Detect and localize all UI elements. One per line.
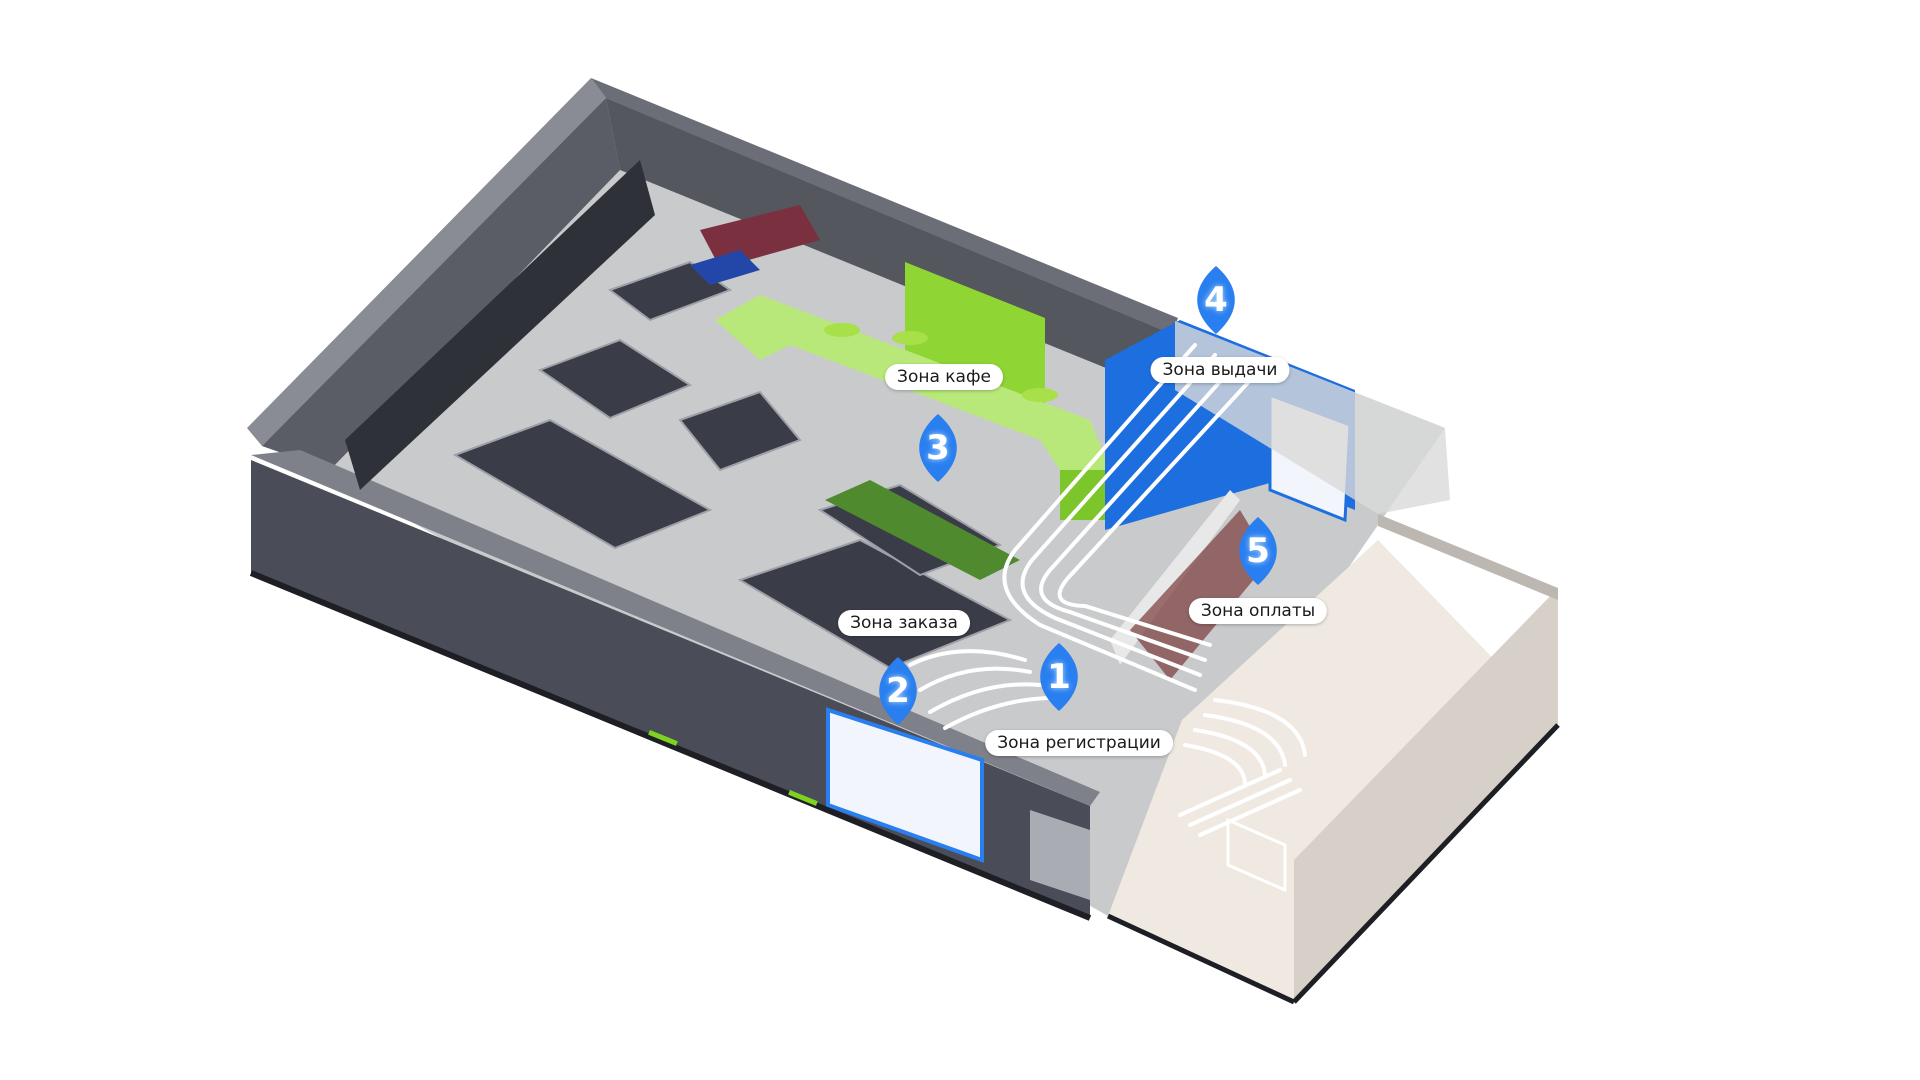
zone-marker-1: 1 (1032, 641, 1086, 713)
zone-marker-5: 5 (1231, 515, 1285, 587)
blue-crates (690, 250, 760, 285)
zone-label-pickup: Зона выдачи (1150, 357, 1290, 383)
checkout-shelves (1130, 510, 1270, 680)
fridge-row (345, 160, 655, 490)
entrance-room-back-wall (1378, 514, 1558, 600)
snack-shelf (700, 205, 820, 268)
zone-label-registration: Зона регистрации (985, 730, 1173, 756)
zone-marker-3: 3 (911, 412, 965, 484)
zone-label-order: Зона заказа (838, 610, 970, 636)
marker-5-icon (1239, 517, 1277, 585)
entrance-room-right-wall (1294, 588, 1558, 1002)
zone-marker-2: 2 (871, 655, 925, 727)
entrance-room-floor (1108, 540, 1558, 1002)
back-left-wall-inner (262, 98, 620, 470)
zone-label-payment: Зона оплаты (1188, 598, 1328, 624)
entrance-room-base (1106, 913, 1296, 1005)
green-accent (788, 790, 818, 806)
marker-1-icon (1040, 643, 1078, 711)
entrance-room-base (1292, 723, 1560, 1004)
info-posters (826, 707, 984, 863)
zone-label-cafe: Зона кафе (885, 364, 1003, 390)
entrance-door (1226, 817, 1287, 893)
trolleys (1030, 810, 1090, 900)
cafe-bar-planter (825, 480, 1020, 580)
cafe-wall (905, 262, 1045, 420)
green-accent (648, 730, 678, 746)
back-left-wall (247, 78, 606, 446)
marker-3-icon (919, 414, 957, 482)
zone-marker-4: 4 (1189, 264, 1243, 336)
front-left-wall-top (251, 450, 1100, 806)
customer-path-lines (908, 343, 1307, 837)
back-right-wall (591, 78, 1178, 334)
marker-4-icon (1197, 266, 1235, 334)
wall-base-line (249, 570, 1092, 921)
marker-2-icon (879, 657, 917, 725)
